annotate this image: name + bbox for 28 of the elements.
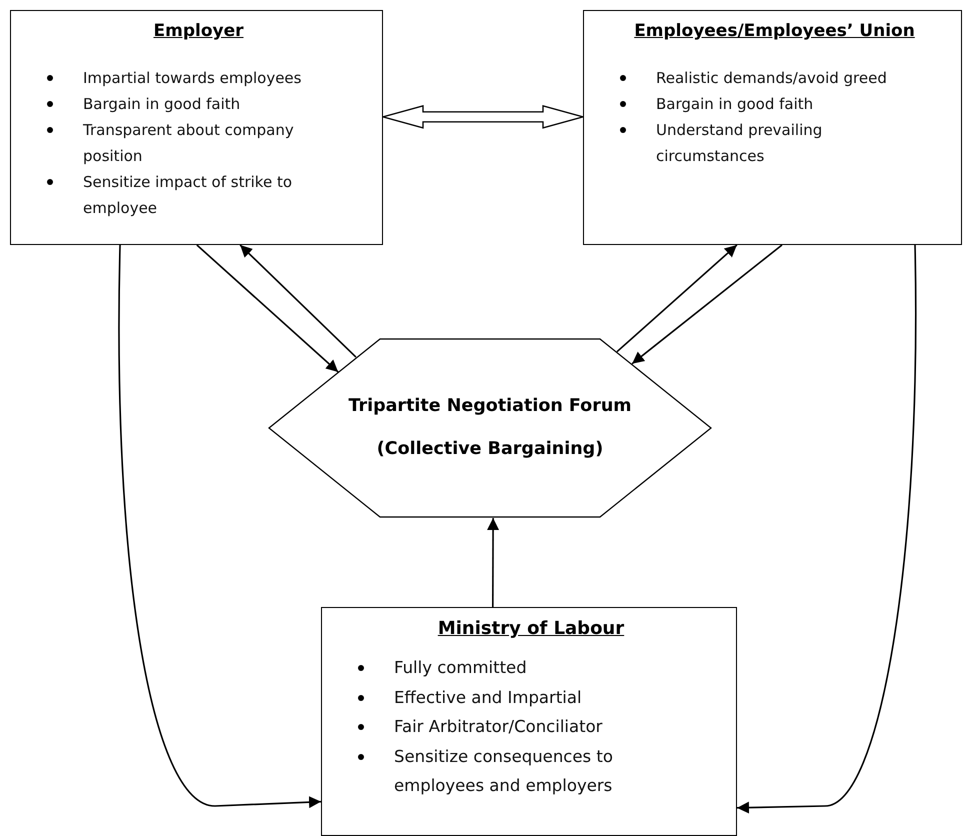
arrow <box>240 244 356 358</box>
bullet-item: Sensitize consequences to employees and employers <box>394 746 614 797</box>
bullet-item: Realistic demands/avoid greed <box>656 68 888 89</box>
bullet-item: Effective and Impartial <box>394 686 583 708</box>
bullet-item: Bargain in good faith <box>656 94 814 115</box>
box-heading: Ministry of Labour <box>436 618 626 639</box>
bullet-item: Fair Arbitrator/Conciliator <box>394 716 604 738</box>
arrow <box>487 518 500 607</box>
node-text: Tripartite Negotiation Forum <box>347 395 633 418</box>
curved-arrow <box>736 245 917 814</box>
bullet-item: Bargain in good faith <box>83 94 242 115</box>
bullet-item: Sensitize impact of strike to employee <box>83 172 294 219</box>
bullet-item: Fully committed <box>394 657 528 679</box>
process-box <box>10 10 383 245</box>
box-heading: Employees/Employees’ Union <box>633 21 916 41</box>
box-heading: Employer <box>152 21 244 41</box>
node-text: (Collective Bargaining) <box>376 438 604 461</box>
hexagon-node <box>268 338 712 518</box>
arrow <box>616 244 738 352</box>
arrow <box>632 244 782 364</box>
double-arrow <box>380 105 586 129</box>
process-box <box>321 607 737 836</box>
arrow <box>196 244 339 373</box>
curved-arrow <box>118 244 322 808</box>
process-box <box>583 10 962 245</box>
bullet-item: Impartial towards employees <box>83 68 302 89</box>
bullet-item: Understand prevailing circumstances <box>656 120 824 167</box>
bullet-item: Transparent about company position <box>83 120 295 167</box>
